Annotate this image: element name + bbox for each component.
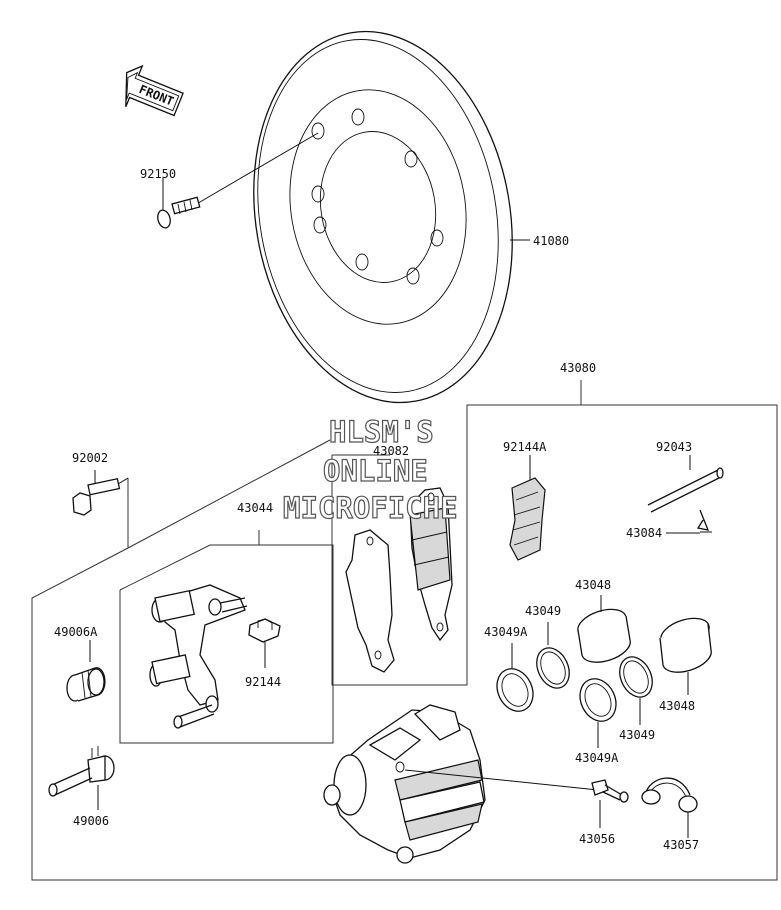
- label-49006: 49006: [73, 814, 109, 828]
- watermark-line-1: HLSM'S: [329, 415, 434, 449]
- label-43056: 43056: [579, 832, 615, 846]
- label-43080: 43080: [560, 361, 596, 375]
- cap-43057: [641, 777, 698, 838]
- seal-43049-a: [536, 622, 570, 689]
- piston-43048-a: [577, 595, 631, 663]
- pin-92043: [647, 455, 724, 513]
- brake-disc: [253, 30, 513, 404]
- boot-49006A: [66, 640, 106, 702]
- front-arrow-icon: FRONT: [125, 64, 184, 117]
- bolt-92150: [157, 132, 319, 229]
- bleeder-43056: [591, 779, 629, 828]
- spring-92144A: [509, 455, 546, 561]
- label-43048-a: 43048: [575, 578, 611, 592]
- label-43048-b: 43048: [659, 699, 695, 713]
- caliper-bracket: [149, 584, 248, 729]
- label-92002: 92002: [72, 451, 108, 465]
- label-43084: 43084: [626, 526, 662, 540]
- label-43049-a: 43049: [525, 604, 561, 618]
- caliper-body: [323, 704, 599, 864]
- watermark-line-3: MICROFICHE: [283, 491, 458, 525]
- assembly-outlines: [31, 380, 778, 881]
- clip-43084: [696, 509, 712, 533]
- label-43049-b: 43049: [619, 728, 655, 742]
- label-43044: 43044: [237, 501, 273, 515]
- label-49006A: 49006A: [54, 625, 98, 639]
- label-43049A-b: 43049A: [575, 751, 619, 765]
- label-92043: 92043: [656, 440, 692, 454]
- piston-43048-b: [659, 617, 712, 695]
- pin-49006: [48, 746, 115, 810]
- seal-43049-b: [619, 656, 653, 725]
- brake-pads: [345, 487, 453, 673]
- label-43082: 43082: [373, 444, 409, 458]
- label-43057: 43057: [663, 838, 699, 852]
- label-43049A-a: 43049A: [484, 625, 528, 639]
- label-92150: 92150: [140, 167, 176, 181]
- label-92144: 92144: [245, 675, 281, 689]
- seal-43049A-b: [579, 678, 617, 748]
- bolt-92002: [72, 470, 129, 516]
- clip-92144: [248, 618, 281, 668]
- label-41080: 41080: [533, 234, 569, 248]
- seal-43049A-a: [496, 643, 534, 712]
- label-92144A: 92144A: [503, 440, 547, 454]
- watermark-line-2: ONLINE: [323, 454, 428, 488]
